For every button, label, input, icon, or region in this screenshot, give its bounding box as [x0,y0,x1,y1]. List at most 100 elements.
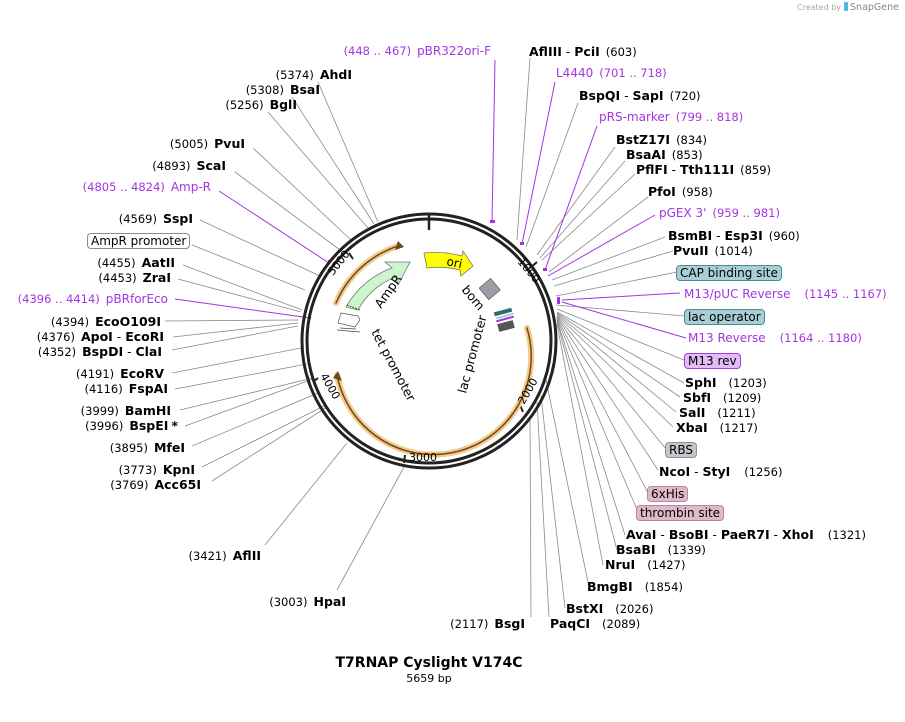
site-label-sali[interactable]: SalI(1211) [679,405,762,421]
site-label-bstxi[interactable]: BstXI(2026) [566,601,659,617]
site-position: (4453) [98,271,137,285]
site-label-hpai[interactable]: (3003)HpaI [263,594,346,610]
site-position: (2089) [602,617,641,631]
plasmid-length: 5659 bp [406,672,452,685]
ruler-label-1000: 1000 [515,256,543,286]
site-position: (5005) [169,137,209,151]
site-position: (1203) [728,376,767,390]
site-position: (4191) [75,367,115,381]
enzyme-name: AvaI [626,527,657,542]
ori-feature-arrow [423,249,474,277]
site-label-pvui[interactable]: (5005)PvuI [164,136,245,152]
site-label-bsabi[interactable]: BsaBI(1339) [616,542,712,558]
ruler-label-3000: 3000 [409,451,437,464]
site-label-fspai[interactable]: (4116)FspAI [78,381,168,397]
site-label-ecorv[interactable]: (4191) EcoRV [70,366,164,382]
feature-label-m13-rev[interactable]: M13 rev [684,353,741,369]
site-label-sbfi[interactable]: SbfI(1209) [683,390,767,406]
site-label-sphi[interactable]: SphI(1203) [685,375,773,391]
site-label-eco0109i[interactable]: (4394)EcoO109I [45,314,161,330]
primer-label-pgex-3[interactable]: pGEX 3' (959 .. 981) [659,206,786,221]
site-label-zrai[interactable]: (4453) ZraI [92,270,171,286]
site-label-acc65i[interactable]: (3769)Acc65I [104,477,201,493]
primer-label-pbrforeco[interactable]: (4396 .. 4414)pBRforEco [18,292,168,307]
primer-range: (959 .. 981) [712,206,780,220]
enzyme-name: AatII [141,255,175,270]
site-label-paqci[interactable]: PaqCI(2089) [550,616,646,632]
enzyme-name: HpaI [313,594,347,609]
site-position: (4352) [37,345,77,359]
site-position: (1256) [744,465,783,479]
site-label-pvuii[interactable]: PvuII(1014) [673,243,759,259]
primer-label-pbr322ori-f[interactable]: (448 .. 467)pBR322ori-F [338,44,491,59]
site-position: (1014) [714,244,753,258]
enzyme-name: ZraI [142,270,171,285]
site-label-avai-bsobi-paer7i-xhoi[interactable]: AvaI-BsoBI-PaeR7I-XhoI(1321) [626,527,866,542]
site-label-aflii[interactable]: (3421)AflII [183,548,262,564]
site-label-bspqi-sapi[interactable]: BspQI-SapI(720) [579,88,701,103]
lac-promoter-label: lac promoter [454,313,489,395]
site-position: (3421) [188,549,227,563]
feature-label-ampr-promoter[interactable]: AmpR promoter [87,233,191,249]
site-label-pfoi[interactable]: PfoI(958) [648,184,719,200]
ampr-promoter-arrow [337,312,361,328]
site-label-bsaai[interactable]: BsaAI(853) [626,147,709,163]
site-label-sspi[interactable]: (4569)SspI [113,211,193,227]
site-label-ncoi-styi[interactable]: NcoI-StyI(1256) [659,464,783,479]
enzyme-name: Esp3I [724,228,763,243]
site-position: (853) [671,148,703,162]
primer-label-m13-puc-reverse[interactable]: M13/pUC Reverse(1145 .. 1167) [684,287,893,302]
primer-range: (799 .. 818) [675,110,744,124]
ampr-feature-arrow [345,261,411,311]
feature-label-lac-operator[interactable]: lac operator [684,309,765,325]
primer-name: M13/pUC Reverse [684,287,791,301]
enzyme-name: ScaI [196,158,227,173]
feature-label-cap-binding-site[interactable]: CAP binding site [676,265,782,281]
site-label-bstz17i[interactable]: BstZ17I(834) [616,132,713,148]
site-position: (5256) [225,98,264,112]
primer-label-l4440[interactable]: L4440(701 .. 718) [556,66,673,81]
site-position: (4569) [118,212,157,226]
site-position: (3895) [109,441,148,455]
site-label-aatii[interactable]: (4455) AatII [91,255,175,271]
primer-leaders [174,59,687,339]
primer-label-amp-r[interactable]: (4805 .. 4824)Amp-R [77,180,211,195]
site-label-mfei[interactable]: (3895)MfeI [104,440,185,456]
site-position: (4455) [97,256,136,270]
enzyme-name: EcoO109I [95,314,161,329]
site-label-apoi-ecori[interactable]: (4376)ApoI-EcoRI [36,329,164,344]
enzyme-name: EcoRV [120,366,164,381]
site-label-bspei[interactable]: (3996)BspEI* [79,418,178,434]
feature-label-rbs[interactable]: RBS [665,442,697,458]
primer-name: pBRforEco [105,292,168,306]
enzyme-name: BsaBI [616,542,656,557]
primer-name: pGEX 3' [659,206,707,220]
site-label-pflfi-tth111i[interactable]: PflFI-Tth111I(859) [636,162,772,177]
ori-label: ori [445,254,463,271]
site-label-bsai[interactable]: (5308)BsaI [240,82,320,98]
site-label-scai[interactable]: (4893)ScaI [146,158,226,174]
site-position: (5308) [245,83,284,97]
primer-label-m13-reverse[interactable]: M13 Reverse(1164 .. 1180) [688,331,868,346]
primer-range: (1164 .. 1180) [779,331,862,345]
site-label-kpni[interactable]: (3773)KpnI [113,462,195,478]
site-label-bsgi[interactable]: (2117)BsgI [444,616,525,632]
site-label-nrui[interactable]: NruI(1427) [605,557,691,573]
primer-label-prs-marker[interactable]: pRS-marker(799 .. 818) [599,110,749,125]
orf-arrowhead-bottom [333,371,342,381]
site-label-bsmbi-esp3i[interactable]: BsmBI-Esp3I(960) [668,228,800,243]
enzyme-name: SapI [632,88,664,103]
primer-range: (4805 .. 4824) [82,180,165,194]
site-label-bgli[interactable]: (5256)BglI [219,97,297,113]
site-label-bspdi-clai[interactable]: (4352)BspDI-ClaI [37,344,162,359]
methylation-note: * [171,418,178,433]
enzyme-name: XbaI [676,420,708,435]
site-label-afliii-pcii[interactable]: AflIII-PciI(603) [529,44,637,59]
site-label-bmgbi[interactable]: BmgBI(1854) [587,579,689,595]
site-label-xbai[interactable]: XbaI(1217) [676,420,764,436]
feature-label-thrombin-site[interactable]: thrombin site [636,505,725,521]
site-label-bamhi[interactable]: (3999)BamHI [75,403,171,419]
site-label-ahdi[interactable]: (5374)AhdI [270,67,352,83]
enzyme-name: SbfI [683,390,712,405]
feature-label-6xhis[interactable]: 6xHis [647,486,689,502]
